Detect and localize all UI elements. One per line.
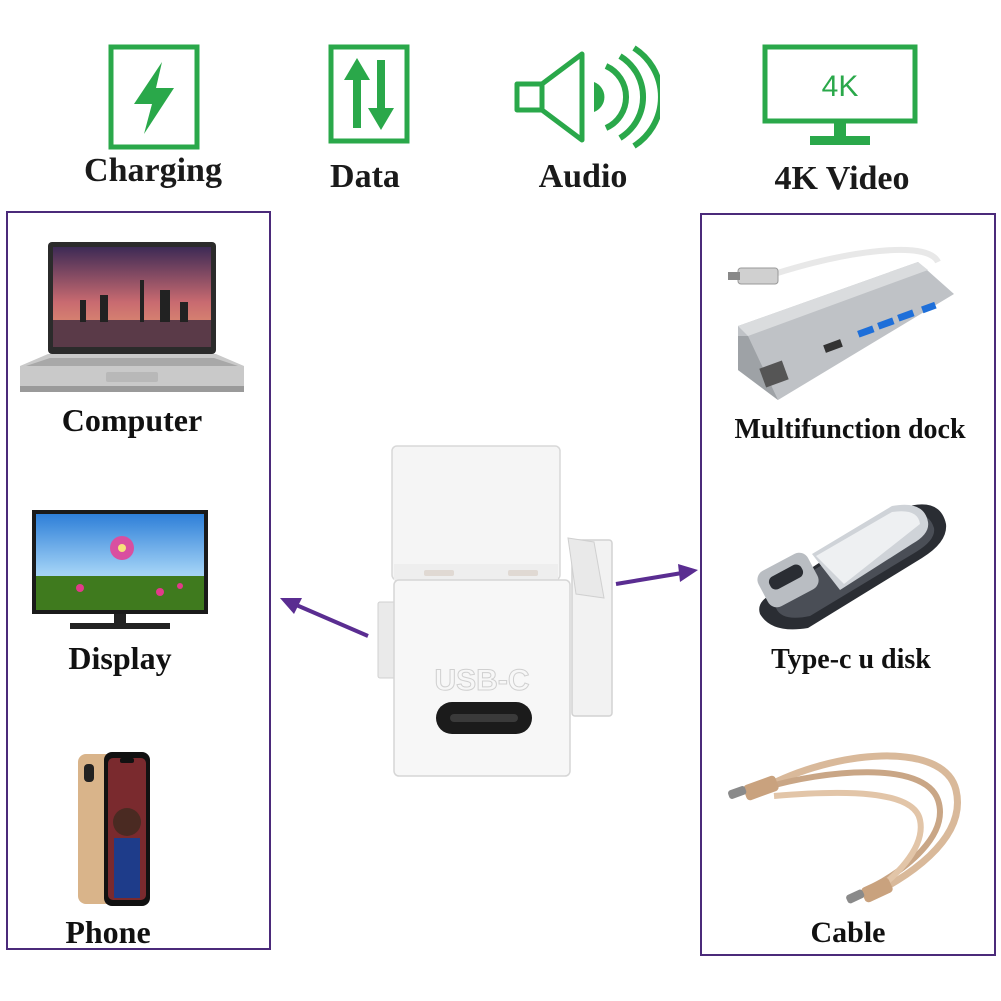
monitor-4k-icon [762,44,918,145]
feature-label-4k-video: 4K Video [774,160,910,197]
feature-data [328,44,410,144]
right-device-label-dock: Multifunction dock [734,414,966,445]
right-device-label-u-disk: Type-c u disk [771,644,931,675]
lightning-bolt-icon [108,44,200,150]
left-device-panel [6,211,271,950]
left-device-label-computer: Computer [61,402,203,438]
left-device-label-display: Display [68,640,172,676]
right-device-label-cable: Cable [810,916,886,949]
feature-charging [108,44,200,150]
display-image [30,508,210,632]
feature-label-audio: Audio [538,158,628,195]
left-device-label-phone: Phone [65,914,151,950]
u-disk-image [752,494,948,632]
up-down-arrows-icon [328,44,410,144]
dock-image [728,240,960,410]
feature-audio [512,44,660,150]
port-label: USB-C [434,664,530,698]
laptop-image [20,240,244,396]
feature-4k-video [762,44,918,150]
arrow-right [612,560,702,592]
feature-label-charging: Charging [84,152,222,189]
usb-c-keystone-product [372,444,628,778]
right-device-panel [700,213,996,956]
speaker-icon [514,45,660,149]
monitor-badge: 4K [821,70,859,103]
cable-image [724,730,970,910]
phone-image [78,752,150,908]
arrow-left [276,592,374,642]
feature-label-data: Data [330,158,400,195]
